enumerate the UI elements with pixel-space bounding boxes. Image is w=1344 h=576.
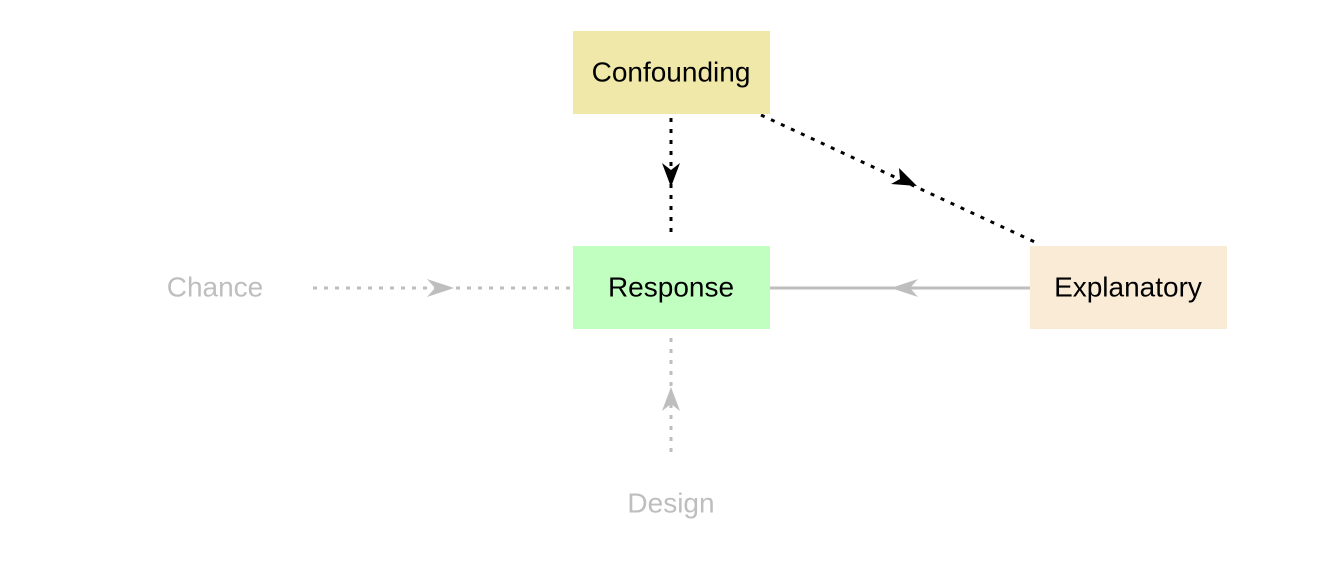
arrowhead-icon xyxy=(662,163,680,187)
arrowhead-icon xyxy=(662,387,680,411)
node-chance-label: Chance xyxy=(167,271,264,302)
node-response: Response xyxy=(573,246,770,329)
edge-design-response xyxy=(662,338,680,458)
node-explanatory-label: Explanatory xyxy=(1054,271,1202,302)
node-chance: Chance xyxy=(167,271,264,302)
edge-chance-response xyxy=(313,279,573,297)
node-response-label: Response xyxy=(608,271,734,302)
node-confounding-box xyxy=(573,31,770,114)
node-confounding: Confounding xyxy=(573,31,770,114)
node-explanatory-box xyxy=(1030,246,1227,329)
node-response-box xyxy=(573,246,770,329)
arrowhead-icon xyxy=(891,168,917,186)
node-explanatory: Explanatory xyxy=(1030,246,1227,329)
edge-explanatory-response xyxy=(770,279,1031,297)
edge-confounding-explanatory xyxy=(760,113,1038,245)
arrowhead-icon xyxy=(891,279,918,297)
node-confounding-label: Confounding xyxy=(592,56,751,87)
node-design-label: Design xyxy=(627,487,714,518)
edge-confounding-response xyxy=(662,118,680,238)
arrowhead-icon xyxy=(427,279,454,297)
node-design: Design xyxy=(627,487,714,518)
